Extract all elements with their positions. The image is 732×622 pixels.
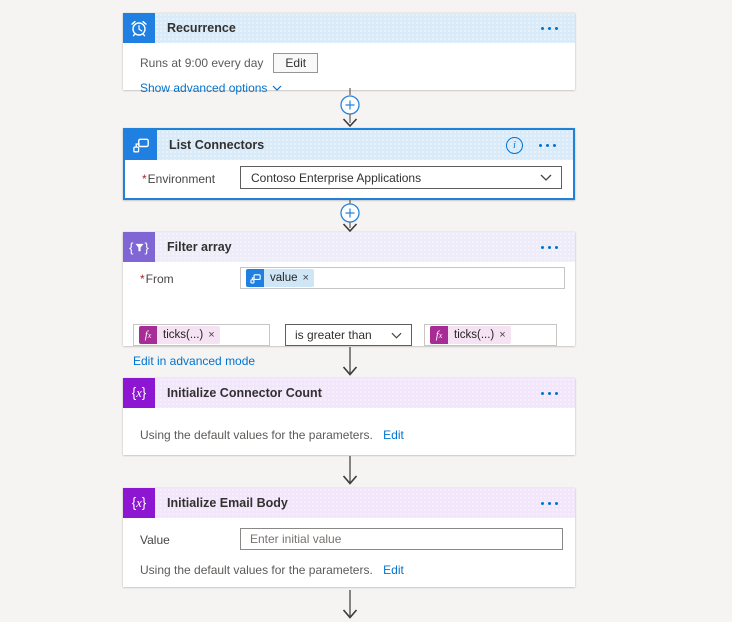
remove-token-icon[interactable]: × bbox=[302, 272, 309, 284]
node-title: List Connectors bbox=[169, 138, 265, 152]
step-connector-arrow bbox=[342, 347, 358, 376]
ellipsis-menu-icon[interactable] bbox=[539, 242, 560, 253]
arrow-head-icon bbox=[342, 118, 358, 128]
arrow-head-icon bbox=[342, 366, 358, 376]
braces-x-icon: {x} bbox=[123, 488, 155, 518]
value-input-wrap bbox=[240, 528, 563, 550]
edit-parameters-link[interactable]: Edit bbox=[383, 563, 404, 577]
from-input[interactable]: value × bbox=[240, 267, 565, 289]
value-field-label: Value bbox=[140, 533, 170, 547]
node-title: Initialize Connector Count bbox=[167, 386, 322, 400]
operator-dropdown[interactable]: is greater than bbox=[285, 324, 412, 346]
braces-x-icon: {x} bbox=[123, 378, 155, 408]
insert-step-connector bbox=[340, 200, 360, 232]
node-title: Recurrence bbox=[167, 21, 236, 35]
show-advanced-options-link[interactable]: Show advanced options bbox=[140, 81, 282, 95]
node-filter-array-header[interactable]: {} Filter array bbox=[123, 232, 575, 262]
node-list-connectors-header[interactable]: List Connectors i bbox=[125, 130, 573, 160]
remove-token-icon[interactable]: × bbox=[208, 329, 215, 341]
ellipsis-menu-icon[interactable] bbox=[537, 140, 558, 151]
parameters-summary: Using the default values for the paramet… bbox=[140, 563, 373, 577]
power-automate-flow-icon bbox=[246, 269, 264, 287]
from-field-label: *From bbox=[140, 272, 174, 286]
node-initialize-connector-count: {x} Initialize Connector Count Using the… bbox=[123, 378, 575, 455]
recurrence-summary: Runs at 9:00 every day bbox=[140, 56, 264, 70]
arrow-head-icon bbox=[342, 609, 358, 619]
step-connector-arrow bbox=[342, 456, 358, 485]
arrow-head-icon bbox=[342, 223, 358, 232]
environment-field-label: *Environment bbox=[142, 172, 216, 186]
chevron-down-icon bbox=[273, 85, 282, 91]
value-token[interactable]: value × bbox=[246, 269, 314, 287]
node-filter-array: {} Filter array *From value × bbox=[123, 232, 575, 368]
chevron-down-icon bbox=[540, 174, 552, 181]
power-automate-flow-icon bbox=[125, 130, 157, 160]
node-title: Filter array bbox=[167, 240, 232, 254]
node-initialize-email-body: {x} Initialize Email Body Value Using th… bbox=[123, 488, 575, 587]
insert-step-connector bbox=[340, 88, 360, 128]
edit-recurrence-button[interactable]: Edit bbox=[273, 53, 319, 73]
step-connector-arrow bbox=[342, 590, 358, 619]
value-input[interactable] bbox=[241, 529, 562, 549]
arrow-head-icon bbox=[342, 475, 358, 485]
node-initialize-email-body-header[interactable]: {x} Initialize Email Body bbox=[123, 488, 575, 518]
chevron-down-icon bbox=[391, 332, 402, 339]
environment-dropdown[interactable]: Contoso Enterprise Applications bbox=[240, 166, 562, 189]
parameters-summary: Using the default values for the paramet… bbox=[140, 428, 373, 442]
ellipsis-menu-icon[interactable] bbox=[539, 498, 560, 509]
braces-funnel-icon: {} bbox=[123, 232, 155, 262]
node-recurrence-header[interactable]: Recurrence bbox=[123, 13, 575, 43]
node-initialize-connector-count-header[interactable]: {x} Initialize Connector Count bbox=[123, 378, 575, 408]
info-icon[interactable]: i bbox=[506, 136, 523, 154]
alarm-clock-icon bbox=[123, 13, 155, 43]
edit-advanced-mode-link[interactable]: Edit in advanced mode bbox=[133, 354, 256, 368]
remove-token-icon[interactable]: × bbox=[499, 329, 506, 341]
node-recurrence: Recurrence Runs at 9:00 every day Edit S… bbox=[123, 13, 575, 95]
edit-parameters-link[interactable]: Edit bbox=[383, 428, 404, 442]
node-title: Initialize Email Body bbox=[167, 496, 288, 510]
ellipsis-menu-icon[interactable] bbox=[539, 388, 560, 399]
node-list-connectors: List Connectors i *Environment Contoso E… bbox=[123, 128, 575, 200]
ellipsis-menu-icon[interactable] bbox=[539, 23, 560, 34]
